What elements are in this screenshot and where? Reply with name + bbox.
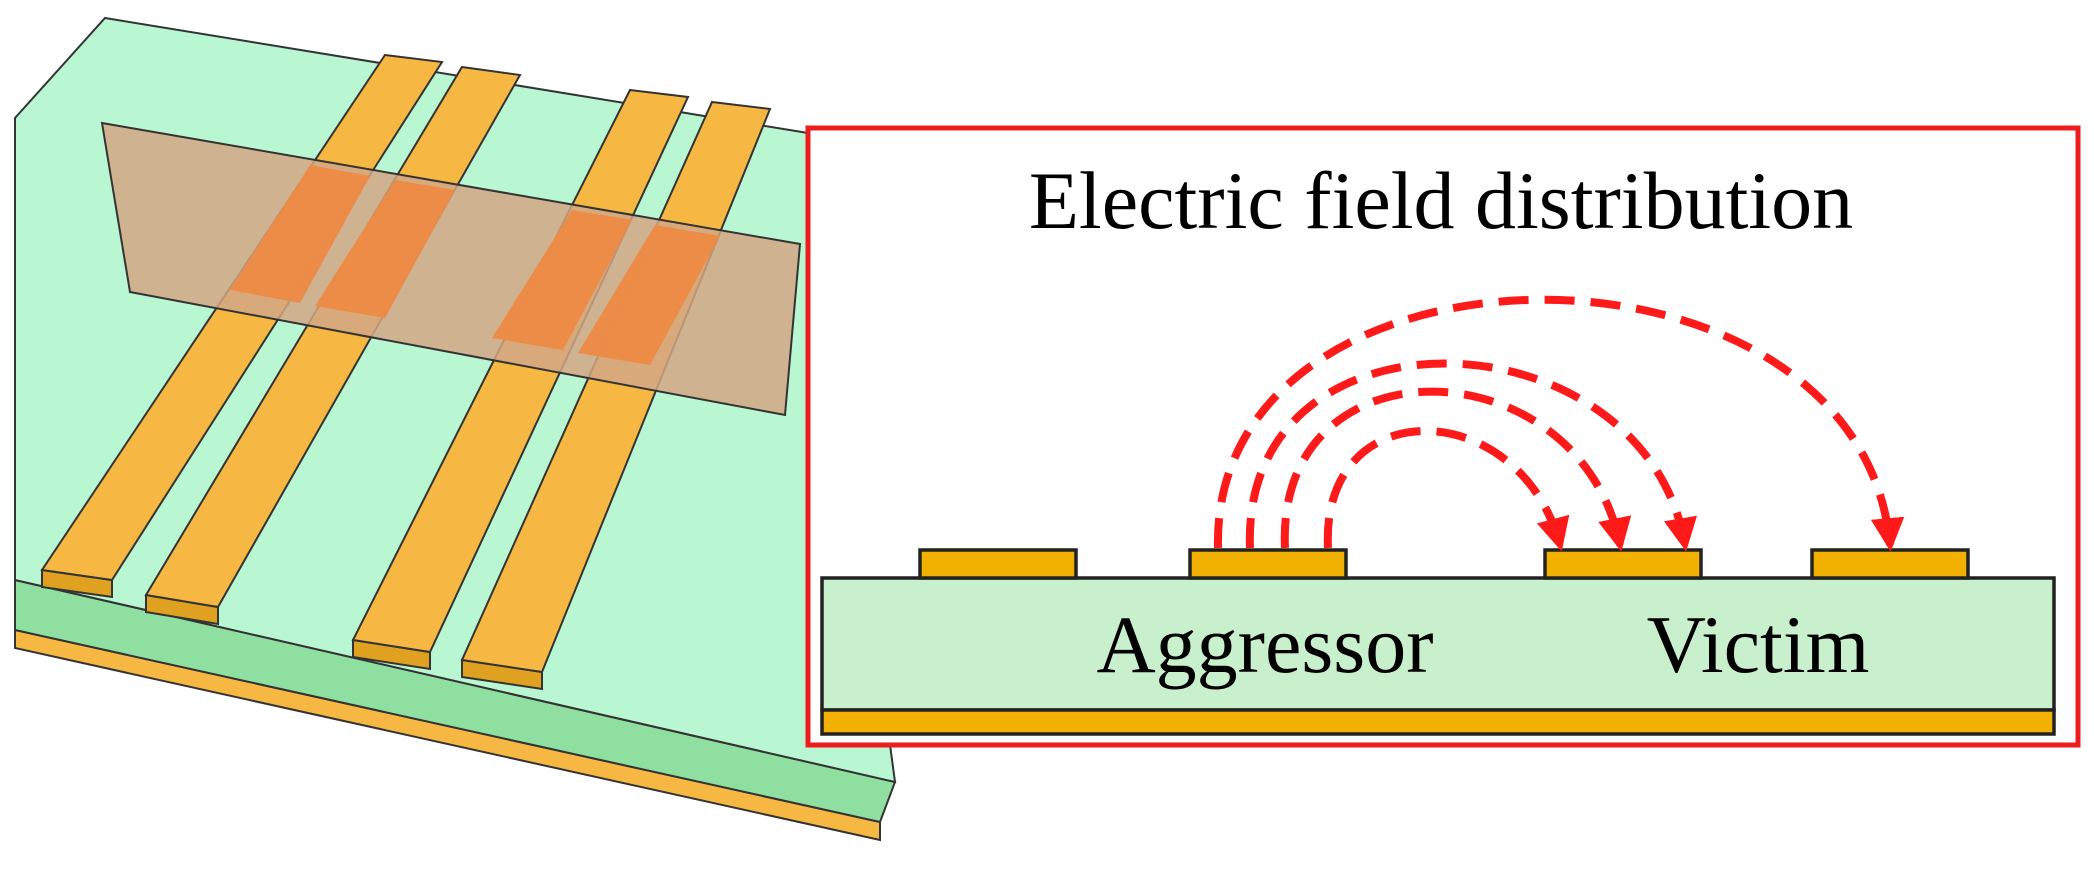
panel-title: Electric field distribution bbox=[1029, 155, 1853, 246]
aggressor-label: Aggressor bbox=[1096, 599, 1433, 690]
field-line-1 bbox=[1323, 427, 1570, 552]
cut-overlap-trace-2 bbox=[315, 180, 455, 318]
cross-section-panel: Electric field distribution Aggressor Vi… bbox=[805, 125, 2081, 748]
field-line-4 bbox=[1213, 295, 1905, 552]
cut-overlap-trace-3 bbox=[492, 210, 632, 350]
pcb-3d-view bbox=[14, 16, 897, 842]
field-line-2 bbox=[1280, 387, 1632, 552]
cut-overlap-trace-1 bbox=[230, 165, 370, 303]
conductor-4 bbox=[1810, 548, 1970, 580]
field-line-3 bbox=[1245, 359, 1698, 552]
cut-overlap-trace-4 bbox=[578, 225, 720, 365]
ground-plane bbox=[820, 708, 2056, 736]
conductor-victim bbox=[1543, 548, 1703, 580]
victim-label: Victim bbox=[1647, 599, 1870, 690]
conductor-1 bbox=[918, 548, 1078, 580]
dielectric-substrate bbox=[820, 576, 2056, 712]
conductor-aggressor bbox=[1188, 548, 1348, 580]
field-lines bbox=[1213, 295, 1905, 552]
